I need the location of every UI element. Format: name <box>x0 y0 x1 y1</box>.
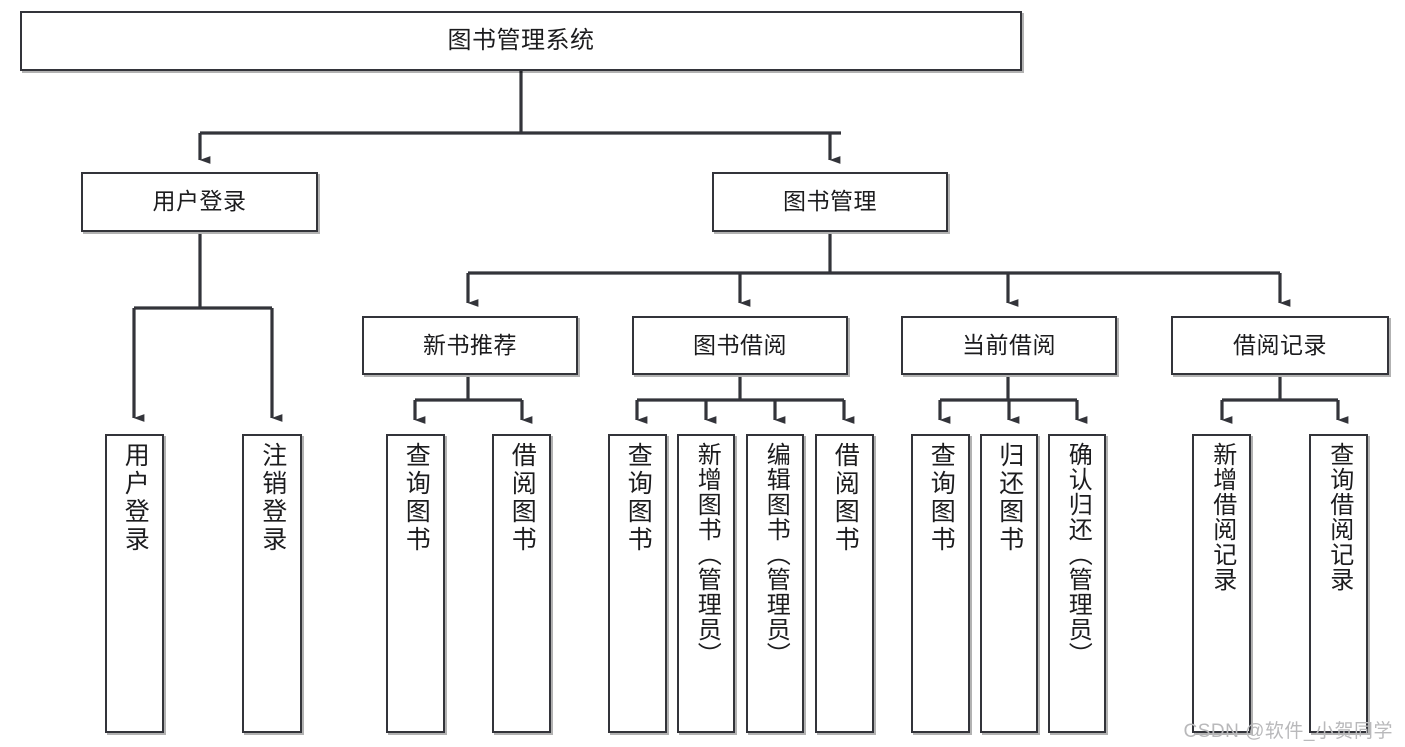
node-book-management-label: 图书管理 <box>783 188 877 215</box>
node-leaf-query-book-1-label: 查询图书 <box>402 442 431 554</box>
node-current-borrow-label: 当前借阅 <box>962 331 1056 358</box>
node-book-borrow-label: 图书借阅 <box>693 331 787 358</box>
node-leaf-user-login-label: 用户登录 <box>121 442 150 554</box>
node-leaf-borrow-book-1[interactable]: 借阅图书 <box>492 434 551 733</box>
node-leaf-query-record[interactable]: 查询借阅记录 <box>1309 434 1368 733</box>
node-borrow-record-label: 借阅记录 <box>1233 331 1327 358</box>
node-leaf-return-book-label: 归还图书 <box>995 442 1024 554</box>
node-book-borrow[interactable]: 图书借阅 <box>632 316 848 375</box>
node-leaf-query-book-2-label: 查询图书 <box>624 442 653 554</box>
node-leaf-query-book-1[interactable]: 查询图书 <box>386 434 445 733</box>
node-leaf-confirm-return[interactable]: 确认归还（管理员） <box>1048 434 1106 733</box>
node-leaf-logout-login-label: 注销登录 <box>258 442 287 554</box>
node-root[interactable]: 图书管理系统 <box>20 11 1022 71</box>
node-borrow-record[interactable]: 借阅记录 <box>1171 316 1389 375</box>
node-leaf-user-login[interactable]: 用户登录 <box>105 434 164 733</box>
node-user-login-label: 用户登录 <box>152 188 247 215</box>
node-new-book-recommend[interactable]: 新书推荐 <box>362 316 578 375</box>
node-leaf-add-record-label: 新增借阅记录 <box>1208 442 1236 592</box>
node-leaf-edit-book-label: 编辑图书（管理员） <box>762 442 790 667</box>
node-leaf-borrow-book-1-label: 借阅图书 <box>508 442 537 554</box>
node-leaf-query-record-label: 查询借阅记录 <box>1325 442 1353 592</box>
node-leaf-query-book-3[interactable]: 查询图书 <box>911 434 970 733</box>
node-current-borrow[interactable]: 当前借阅 <box>901 316 1117 375</box>
node-leaf-add-book-label: 新增图书（管理员） <box>693 442 721 667</box>
node-leaf-borrow-book-2[interactable]: 借阅图书 <box>815 434 874 733</box>
node-book-management[interactable]: 图书管理 <box>712 172 948 232</box>
node-leaf-edit-book[interactable]: 编辑图书（管理员） <box>746 434 804 733</box>
node-leaf-add-book[interactable]: 新增图书（管理员） <box>677 434 735 733</box>
node-leaf-add-record[interactable]: 新增借阅记录 <box>1192 434 1251 733</box>
node-leaf-logout-login[interactable]: 注销登录 <box>242 434 302 733</box>
node-user-login[interactable]: 用户登录 <box>81 172 318 232</box>
node-new-book-recommend-label: 新书推荐 <box>423 331 517 358</box>
node-leaf-query-book-2[interactable]: 查询图书 <box>608 434 667 733</box>
node-leaf-confirm-return-label: 确认归还（管理员） <box>1064 442 1092 667</box>
node-leaf-query-book-3-label: 查询图书 <box>927 442 956 554</box>
node-root-label: 图书管理系统 <box>447 26 595 54</box>
node-leaf-return-book[interactable]: 归还图书 <box>980 434 1038 733</box>
node-leaf-borrow-book-2-label: 借阅图书 <box>831 442 860 554</box>
